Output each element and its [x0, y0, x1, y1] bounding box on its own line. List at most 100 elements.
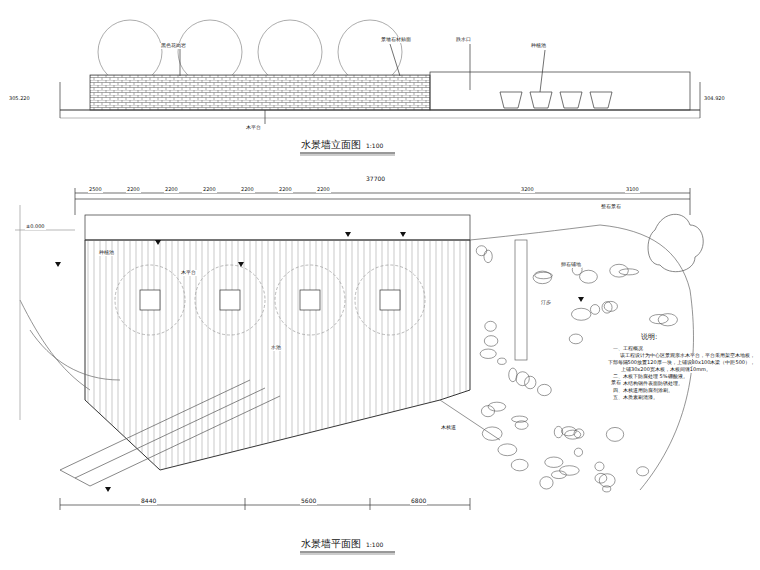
rock — [606, 427, 623, 441]
rock — [602, 302, 612, 313]
deck-board — [370, 240, 371, 475]
deck-board — [328, 240, 329, 475]
dimension: 3100 — [625, 187, 640, 193]
deck-board — [148, 240, 149, 475]
deck-board — [448, 240, 449, 475]
rock — [603, 486, 611, 492]
deck-board — [88, 240, 89, 475]
dimension: 6800 — [410, 498, 427, 505]
deck-board — [274, 240, 275, 475]
deck-board — [442, 240, 443, 475]
rock — [482, 427, 502, 440]
callout: 木栈道 — [440, 425, 457, 431]
rock — [525, 376, 536, 389]
deck-board — [280, 240, 281, 475]
deck-board — [250, 240, 251, 475]
deck-board — [388, 240, 389, 475]
deck-board — [364, 240, 365, 475]
deck-board — [376, 240, 377, 475]
drawing-title: 水景墙立面图 — [300, 139, 362, 151]
note-line: 三、木结构钢件表面防锈处理。 — [612, 381, 684, 387]
deck-board — [322, 240, 323, 475]
dimension: 2200 — [202, 187, 217, 193]
deck-board — [178, 240, 179, 475]
deck-board — [262, 240, 263, 475]
note-line: 二、木板下防腐处理 5%硼酸液。 — [612, 374, 689, 380]
plan — [15, 188, 703, 554]
deck-board — [310, 240, 311, 475]
deck-board — [460, 240, 461, 475]
rock — [580, 270, 598, 283]
scale: 1:100 — [365, 143, 384, 150]
deck-board — [136, 240, 137, 475]
deck-board — [412, 240, 413, 475]
dimension: 2200 — [164, 187, 179, 193]
deck-board — [346, 240, 347, 475]
rock — [561, 427, 576, 436]
deck-board — [112, 240, 113, 475]
callout: 木平台 — [180, 270, 197, 276]
scale: 1:100 — [365, 542, 384, 549]
rock — [595, 462, 604, 471]
rock — [599, 474, 615, 487]
rock — [484, 250, 492, 263]
note-line: 五、木质素刷清漆。 — [612, 395, 659, 401]
deck-board — [142, 240, 143, 475]
dimension: 37700 — [365, 176, 386, 183]
level-marks — [55, 232, 584, 492]
deck-board — [238, 240, 239, 475]
rock — [554, 426, 562, 437]
deck-board — [382, 240, 383, 475]
callout: 卵石铺地 — [560, 262, 582, 268]
deck-board — [220, 240, 221, 475]
callout: 种植池 — [98, 250, 115, 256]
rock — [537, 384, 551, 395]
rock — [574, 448, 582, 456]
rock — [484, 336, 498, 347]
deck-board — [466, 240, 467, 475]
deck-board — [226, 240, 227, 475]
callout: 水池 — [270, 345, 282, 351]
rock — [511, 459, 528, 471]
callout: 种植池 — [530, 43, 547, 49]
callout: 木平台 — [245, 125, 262, 131]
deck-board — [202, 240, 203, 475]
note-line: 上铺30x200宽木板，木板间缝10mm。 — [620, 367, 712, 373]
elevation — [60, 20, 700, 155]
deck-board — [208, 240, 209, 475]
rock — [516, 372, 529, 386]
deck-board — [436, 240, 437, 475]
deck-board — [232, 240, 233, 475]
rock — [560, 466, 580, 476]
dimension: 2200 — [240, 187, 255, 193]
deck-board — [130, 240, 131, 475]
dimension: 2500 — [88, 187, 103, 193]
dimension: 2200 — [278, 187, 293, 193]
rock — [619, 269, 639, 275]
rock — [485, 321, 496, 331]
dimension: 2200 — [316, 187, 331, 193]
deck-board — [214, 240, 215, 475]
dimension: 2200 — [126, 187, 141, 193]
rock — [488, 402, 506, 411]
deck-board — [118, 240, 119, 475]
elevation-mark: 304.920 — [703, 96, 726, 102]
deck-board — [298, 240, 299, 475]
deck-board — [256, 240, 257, 475]
rock — [604, 301, 617, 311]
callout: 景石 — [610, 380, 622, 386]
deck-board — [424, 240, 425, 475]
rock — [545, 457, 563, 467]
rock — [476, 246, 487, 256]
deck-board — [358, 240, 359, 475]
rock — [595, 473, 607, 483]
rock — [590, 305, 599, 315]
deck-board — [106, 240, 107, 475]
dimension: 5600 — [300, 498, 317, 505]
elevation-mark: 305.220 — [8, 96, 31, 102]
notes-heading: 说明: — [640, 333, 658, 341]
deck-board — [316, 240, 317, 475]
deck-board — [352, 240, 353, 475]
rock — [498, 444, 517, 456]
